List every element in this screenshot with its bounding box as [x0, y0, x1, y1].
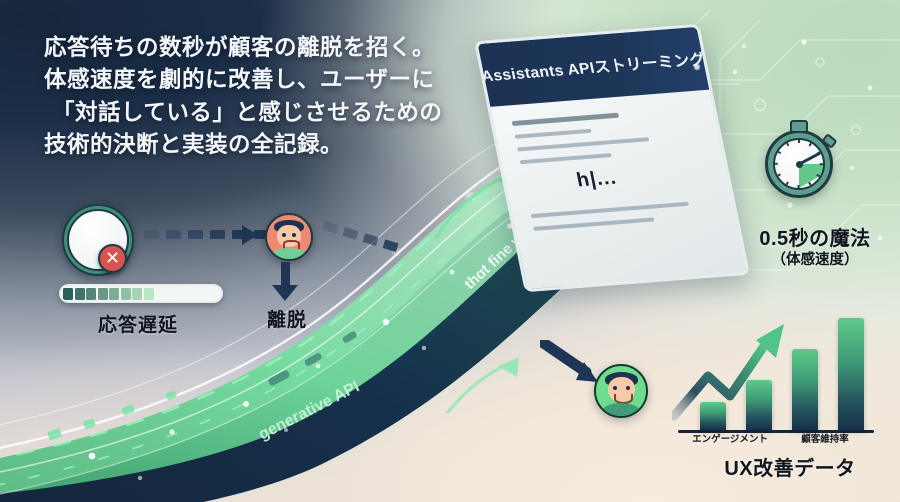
headline-line-3: 「対話している」と感じさせるための: [44, 97, 464, 129]
stopwatch-icon: [765, 120, 838, 198]
progress-segment: [97, 287, 108, 300]
upward-trend-arrow: [672, 324, 784, 421]
progress-segment: [86, 287, 96, 300]
stopwatch-label: 0.5秒の魔法: [730, 222, 900, 251]
progress-segment: [63, 287, 73, 300]
progress-segment: [132, 287, 142, 300]
chart-bar: [746, 379, 772, 430]
headline-line-1: 応答待ちの数秒が顧客の離脱を招く。: [44, 32, 464, 64]
progress-segment: [143, 287, 154, 300]
page-title: 応答待ちの数秒が顧客の離脱を招く。 体感速度を劇的に改善し、ユーザーに 「対話し…: [44, 32, 464, 162]
progress-segment: [166, 287, 177, 300]
response-delay-progress-bar: [59, 284, 223, 303]
churn-arrow-head: [272, 285, 298, 301]
chart-baseline: [678, 429, 874, 433]
progress-segment: [120, 287, 131, 300]
chart-bar: [838, 318, 864, 430]
progress-segment: [201, 287, 211, 300]
navy-arrow-down-right: [540, 340, 598, 382]
stopwatch-face: [773, 138, 825, 190]
headline-line-2: 体感速度を劇的に改善し、ユーザーに: [44, 64, 464, 96]
angry-user-avatar: [265, 213, 313, 261]
progress-segment: [109, 287, 119, 300]
progress-segment: [178, 287, 188, 300]
dashed-arrow-right: [144, 230, 269, 239]
close-icon: ✕: [98, 244, 127, 273]
churn-label: 離脱: [232, 305, 342, 332]
response-delay-label: 応答遅延: [58, 310, 218, 337]
progress-segment: [155, 287, 165, 300]
chart-bar: [792, 349, 818, 430]
stopwatch-sublabel: （体感速度）: [730, 248, 900, 269]
chart-tick-engagement: エンゲージメント: [675, 431, 785, 445]
stopwatch-crown: [790, 120, 808, 133]
stopwatch-center-pin: [795, 160, 803, 168]
chart-title: UX改善データ: [690, 452, 890, 481]
ux-improvement-chart: [672, 312, 882, 433]
arrow-head-right: [242, 225, 258, 245]
headline-line-4: 技術的決断と実装の全記録。: [44, 129, 464, 161]
chart-tick-retention: 顧客維持率: [780, 431, 870, 445]
progress-segment: [74, 287, 85, 300]
chart-bar: [700, 402, 726, 430]
churn-arrow-down: [281, 262, 290, 288]
clock-rim: [62, 204, 134, 276]
happy-user-avatar: [594, 364, 648, 418]
progress-segment: [189, 287, 200, 300]
